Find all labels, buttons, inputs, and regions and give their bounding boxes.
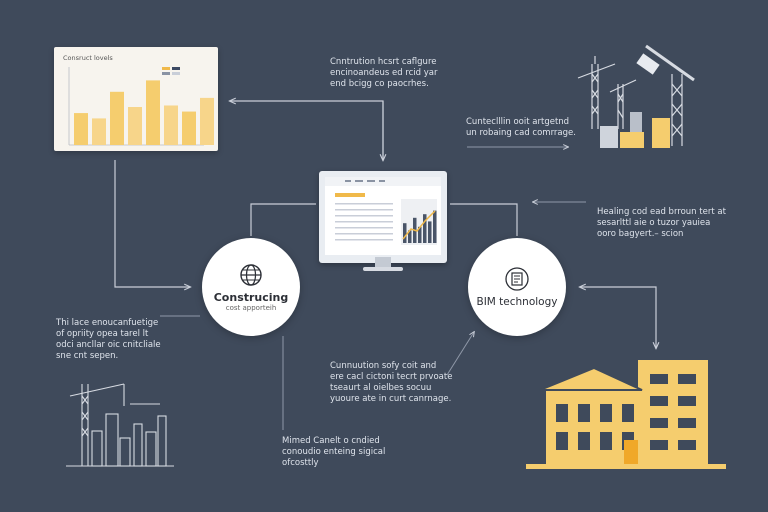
line-monitor-left: [250, 203, 316, 236]
chart-bar: [74, 113, 88, 145]
dashboard-screen: [325, 177, 441, 255]
building-window: [678, 374, 696, 384]
note-center-bottom: Cunnuution sofy coit and ere cacl cicton…: [330, 361, 453, 404]
chart-bar: [110, 91, 124, 145]
dashboard-graphic: [325, 177, 441, 245]
legend-swatch: [162, 72, 170, 75]
document-icon: [505, 267, 529, 291]
note-mid-right: Healing cod ead brroun tert at sesarlttl…: [597, 207, 726, 239]
chart-bars: [74, 80, 214, 145]
building-window: [556, 432, 568, 450]
city-sketch-icon: [66, 383, 174, 467]
chart-bar: [92, 118, 106, 145]
computer-monitor-icon: [319, 171, 447, 271]
dashboard-bar: [423, 214, 427, 243]
chart-bar: [164, 105, 178, 145]
building-icon: [526, 360, 726, 469]
chart-bar: [182, 111, 196, 145]
building-window: [678, 396, 696, 406]
building-window: [678, 418, 696, 428]
bar-chart: [68, 67, 214, 146]
legend-swatch: [162, 67, 170, 70]
dashboard-bar: [418, 226, 422, 243]
note-left: Thi lace enoucanfuetige of opriity opea …: [56, 318, 161, 361]
building-window: [600, 404, 612, 422]
legend-swatch: [172, 67, 180, 70]
line-monitor-right: [450, 203, 518, 236]
building-window: [556, 404, 568, 422]
chart-title: Consruct lovels: [63, 54, 113, 62]
building-window: [578, 432, 590, 450]
legend-swatch: [172, 72, 180, 75]
node-right-label: BIM technology: [476, 296, 558, 308]
arrow-right-node-building: [580, 287, 656, 348]
dashboard-bar: [403, 223, 407, 243]
building-window: [650, 374, 668, 384]
monitor-base: [363, 267, 403, 271]
chart-legend: [162, 67, 180, 75]
monitor-stand: [375, 257, 391, 267]
building-window: [650, 396, 668, 406]
dashboard-bar: [433, 210, 437, 243]
chart-card: Consruct lovels: [54, 47, 218, 151]
building-window: [578, 404, 590, 422]
chart-bar: [146, 80, 160, 145]
node-constructing-cost: Construcing cost apporteih: [202, 238, 300, 336]
construction-crane-icon: [577, 44, 695, 148]
node-left-sublabel: cost apporteih: [225, 303, 277, 312]
building-window: [650, 440, 668, 450]
building-window: [622, 404, 634, 422]
globe-icon: [240, 263, 262, 286]
building-window: [650, 418, 668, 428]
note-top-center: Cnntrution hcsrt caflgure encinoandeus e…: [330, 57, 438, 89]
arrow-center-bottom: [446, 332, 474, 376]
chart-bar: [128, 107, 142, 145]
note-bottom-center: Mimed Canelt o cndied conoudio enteing s…: [282, 436, 386, 468]
note-top-right: Cunteclllin ooit artgetnd un robaing cad…: [466, 117, 576, 138]
dashboard-bar: [428, 221, 432, 243]
building-window: [600, 432, 612, 450]
node-bim-technology: BIM technology: [468, 238, 566, 336]
chart-bar: [200, 97, 214, 145]
dashboard-bar: [408, 230, 412, 243]
node-left-label: Construcing: [213, 290, 289, 304]
building-window: [678, 440, 696, 450]
arrow-monitor-to-card: [230, 101, 384, 160]
arrow-card-to-left-node: [114, 160, 190, 287]
